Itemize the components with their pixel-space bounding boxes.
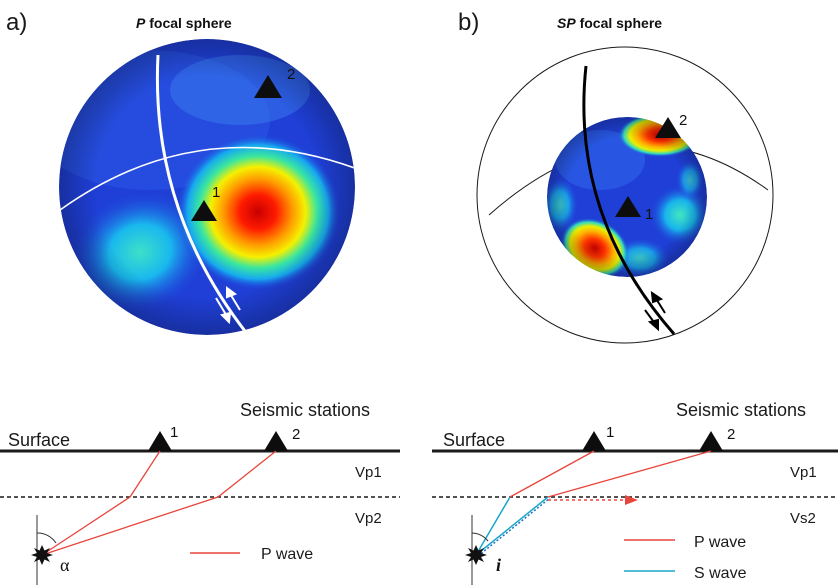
svg-text:2: 2 <box>679 112 687 129</box>
station-1-marker-a: 1 <box>191 184 220 221</box>
svg-text:1: 1 <box>170 424 178 441</box>
p-focal-sphere <box>59 39 355 335</box>
svg-text:2: 2 <box>292 426 300 443</box>
svg-text:S wave: S wave <box>694 565 747 582</box>
svg-text:Vp2: Vp2 <box>355 510 382 527</box>
svg-text:1: 1 <box>606 424 614 441</box>
sp-focal-sphere <box>547 117 707 277</box>
station-2-marker-b: 2 <box>655 112 687 138</box>
panel-a-title: P focal sphere <box>136 15 232 31</box>
svg-text:Seismic stations: Seismic stations <box>240 400 370 420</box>
svg-text:Surface: Surface <box>443 430 505 450</box>
ray-diagram-b: Seismic stations Surface 1 2 Vp1 Vs2 i P… <box>432 400 838 585</box>
panel-b-title: SP focal sphere <box>557 15 662 31</box>
svg-text:i: i <box>496 555 501 575</box>
svg-text:P wave: P wave <box>694 534 746 551</box>
panel-b-letter: b) <box>458 9 479 36</box>
svg-text:1: 1 <box>645 206 653 223</box>
svg-text:2: 2 <box>287 66 295 83</box>
ray-diagram-a: Seismic stations Surface 1 2 Vp1 Vp2 α P… <box>0 400 400 585</box>
svg-text:Seismic stations: Seismic stations <box>676 400 806 420</box>
slip-arrows-b <box>644 290 666 332</box>
station-2-marker-a: 2 <box>254 66 295 98</box>
svg-text:Surface: Surface <box>8 430 70 450</box>
sp-nodal-plane <box>582 65 676 335</box>
svg-text:1: 1 <box>212 184 220 201</box>
svg-text:Vp1: Vp1 <box>355 464 382 481</box>
panel-a-letter: a) <box>6 9 27 36</box>
svg-text:2: 2 <box>727 426 735 443</box>
svg-text:α: α <box>60 555 70 575</box>
station-1-marker-b: 1 <box>615 196 653 223</box>
svg-text:P wave: P wave <box>261 546 313 563</box>
svg-text:Vp1: Vp1 <box>790 464 817 481</box>
slip-arrows-a <box>215 286 241 325</box>
svg-text:Vs2: Vs2 <box>790 510 816 527</box>
